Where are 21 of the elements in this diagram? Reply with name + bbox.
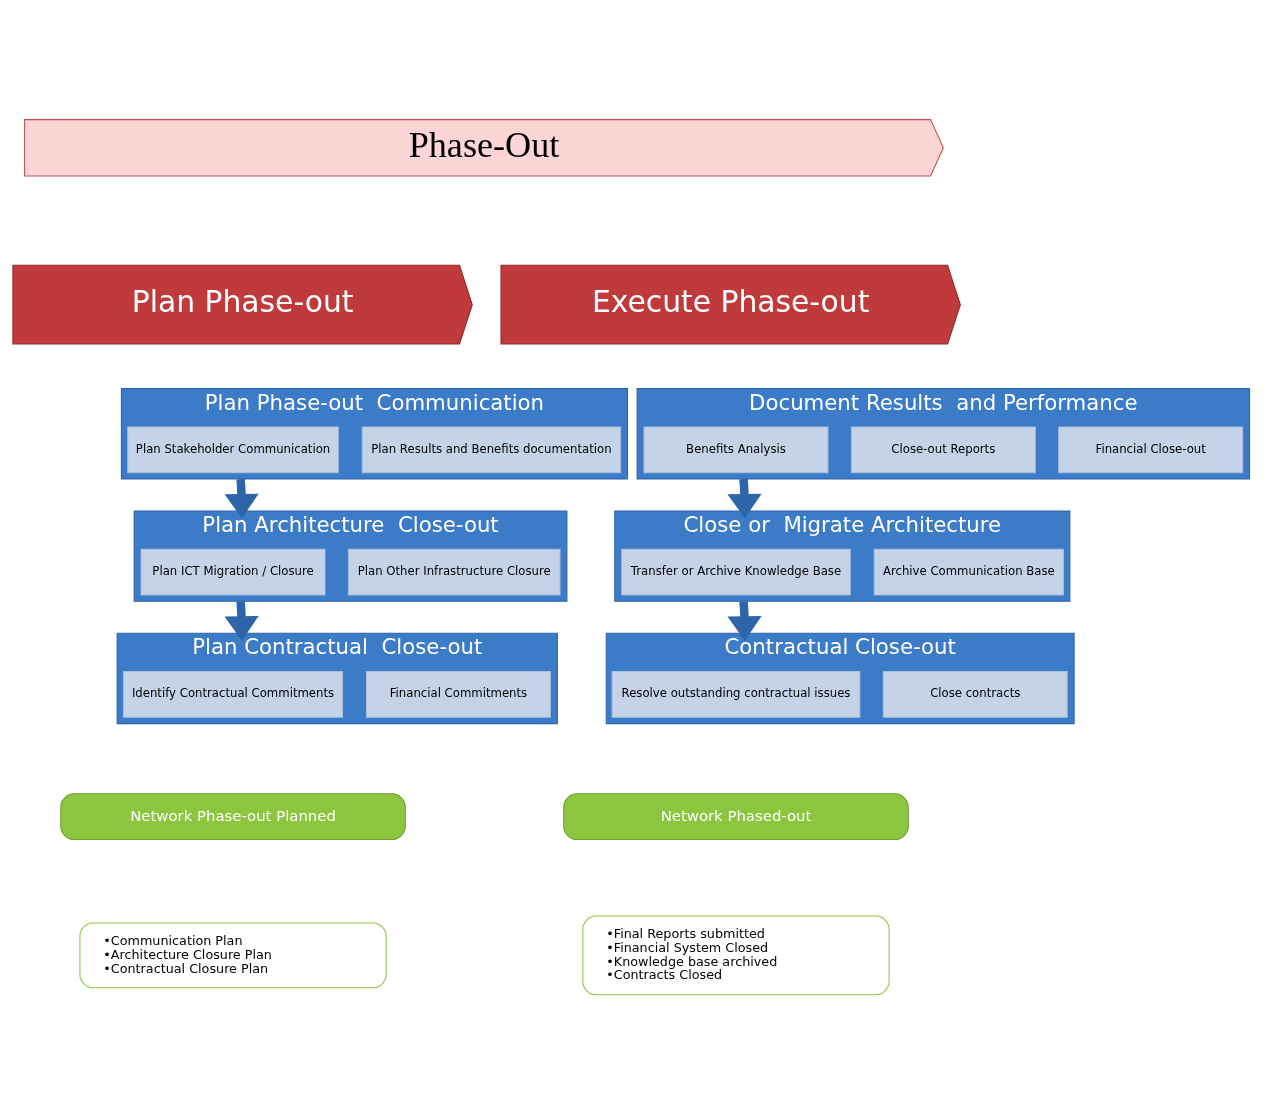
node-box: Close-out Reports <box>850 426 1036 474</box>
node-box: •Communication Plan •Architecture Closure Plan •Contractual Closure Plan <box>79 922 387 989</box>
node-box: Resolve outstanding contractual issues <box>611 670 861 718</box>
arrow <box>727 600 762 641</box>
node-box: •Final Reports submitted •Financial System Closed •Knowledge base archived •Contracts Closed <box>582 915 890 996</box>
node-box: Network Phased-out <box>563 793 909 841</box>
node-box: Plan ICT Migration / Closure <box>140 548 326 596</box>
node-box: Archive Communication Base <box>873 548 1064 596</box>
node-box: Close contracts <box>882 670 1068 718</box>
node-box: Network Phase-out Planned <box>60 793 406 841</box>
arrow <box>224 600 259 641</box>
arrow <box>727 478 762 519</box>
node-box: Transfer or Archive Knowledge Base <box>621 548 851 596</box>
node-box: Financial Commitments <box>365 670 551 718</box>
node-box: Identify Contractual Commitments <box>123 670 344 718</box>
node-box: Financial Close-out <box>1058 426 1244 474</box>
arrow <box>224 478 259 519</box>
node-box: Plan Results and Benefits documentation <box>361 426 622 474</box>
node-box: Plan Other Infrastructure Closure <box>347 548 561 596</box>
node-box: Plan Stakeholder Communication <box>127 426 339 474</box>
node-box: Benefits Analysis <box>643 426 829 474</box>
